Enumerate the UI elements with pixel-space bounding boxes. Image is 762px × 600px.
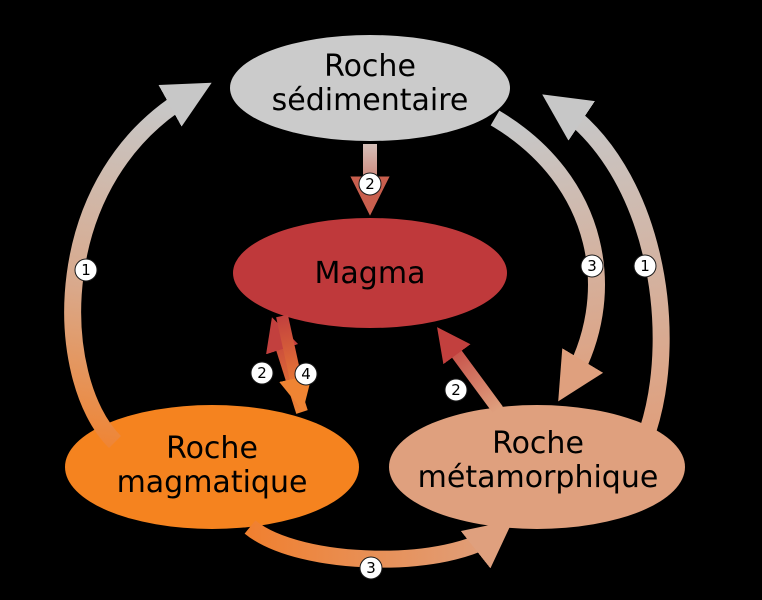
badge-right-outer-number: 1 [640, 257, 650, 275]
badge-bottom: 3 [359, 556, 383, 580]
badge-top-center: 2 [358, 172, 382, 196]
node-magma [233, 218, 507, 328]
badge-metamorphique-to-magma-circle [444, 378, 468, 402]
label-metamorphique-line2: métamorphique [418, 460, 659, 495]
arrow-metamorphique-to-sedimentaire [542, 94, 670, 433]
badge-magmatique-to-magma: 2 [250, 361, 274, 385]
badge-right-outer-circle [633, 254, 657, 278]
label-magmatique-line1: Roche [166, 431, 258, 466]
badge-left-number: 1 [81, 261, 91, 279]
badge-magma-to-magmatique-number: 4 [301, 365, 311, 383]
badge-magmatique-to-magma-circle [250, 361, 274, 385]
badge-metamorphique-to-magma: 2 [444, 378, 468, 402]
badge-left-circle [74, 258, 98, 282]
badge-right-inner: 3 [580, 254, 604, 278]
node-roche-metamorphique [389, 405, 685, 529]
badge-right-outer: 1 [633, 254, 657, 278]
badge-bottom-circle [359, 556, 383, 580]
arrow-metamorphique-to-magma [437, 327, 503, 414]
label-metamorphique-line1: Roche [492, 426, 584, 461]
label-magmatique-line2: magmatique [117, 465, 308, 500]
badge-right-inner-number: 3 [587, 257, 597, 275]
badge-magma-to-magmatique: 4 [294, 362, 318, 386]
badge-magmatique-to-magma-number: 2 [257, 364, 267, 382]
label-sedimentaire-line2: sédimentaire [272, 83, 469, 118]
arrow-sedimentaire-to-metamorphique [490, 110, 605, 402]
arrow-magma-to-magmatique [276, 314, 313, 412]
label-magma: Magma [315, 256, 426, 291]
badge-right-inner-circle [580, 254, 604, 278]
node-roche-magmatique [65, 405, 359, 529]
badge-top-center-circle [358, 172, 382, 196]
badge-left: 1 [74, 258, 98, 282]
badge-bottom-number: 3 [366, 559, 376, 577]
badge-top-center-number: 2 [365, 175, 375, 193]
badge-magma-to-magmatique-circle [294, 362, 318, 386]
arrow-magmatique-to-sedimentaire [64, 82, 212, 449]
node-roche-sedimentaire [230, 35, 510, 141]
label-sedimentaire-line1: Roche [324, 49, 416, 84]
badge-metamorphique-to-magma-number: 2 [451, 381, 461, 399]
